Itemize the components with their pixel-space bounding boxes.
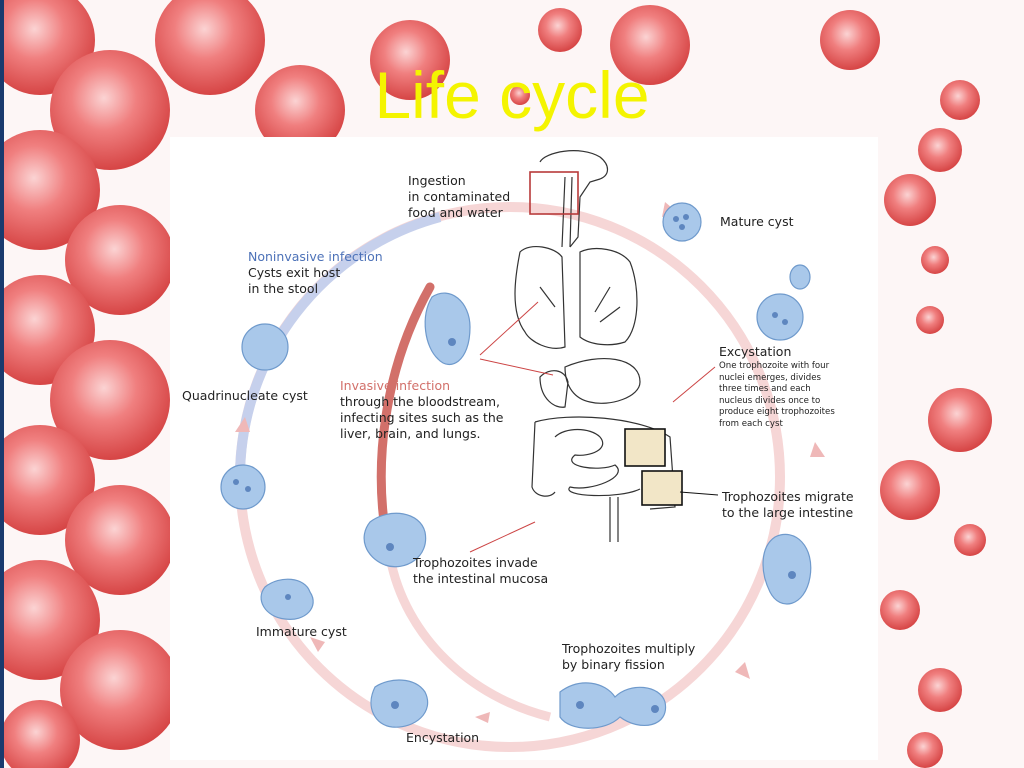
- migrating-trophozoite: [762, 533, 812, 605]
- inner-arc: [385, 556, 552, 722]
- mature-cyst-cell: [662, 202, 702, 242]
- arrow-head: [735, 662, 750, 679]
- excystation-title: Excystation: [719, 344, 792, 359]
- pointer-line: [679, 491, 719, 496]
- slide-frame-edge: [0, 0, 4, 768]
- invasive-infection-label: Invasive infection through the bloodstre…: [340, 378, 504, 441]
- quadrinucleate-cyst-label: Quadrinucleate cyst: [182, 388, 308, 403]
- arrow-head: [310, 637, 325, 652]
- mouth-highlight-box: [529, 171, 579, 215]
- encystation-label: Encystation: [406, 730, 480, 745]
- quadrinucleate-cyst-2: [220, 464, 266, 510]
- mature-cyst-label: Mature cyst: [720, 214, 794, 229]
- digestive-system: [514, 150, 676, 542]
- excystation-cell: [756, 293, 804, 341]
- invading-trophozoite: [363, 512, 427, 568]
- colon-highlight-box: [641, 470, 683, 506]
- binary-fission-trophozoites: [559, 682, 667, 729]
- bloodstream-trophozoite: [424, 292, 471, 365]
- encystation-cell: [370, 679, 429, 728]
- immature-cyst-label: Immature cyst: [256, 624, 347, 639]
- slide-title: Life cycle: [374, 58, 650, 132]
- arrow-head: [235, 417, 250, 432]
- pointer-line: [469, 521, 536, 553]
- quadrinucleate-cyst: [241, 323, 289, 371]
- arrow-head: [810, 442, 825, 457]
- arrow-head: [475, 712, 490, 723]
- diagram-artwork: [220, 150, 825, 752]
- pointer-line: [479, 301, 539, 356]
- pointer-line: [479, 358, 554, 376]
- intestine-highlight-box: [624, 428, 666, 467]
- emerging-trophozoite: [789, 264, 811, 290]
- pointer-line: [672, 366, 716, 403]
